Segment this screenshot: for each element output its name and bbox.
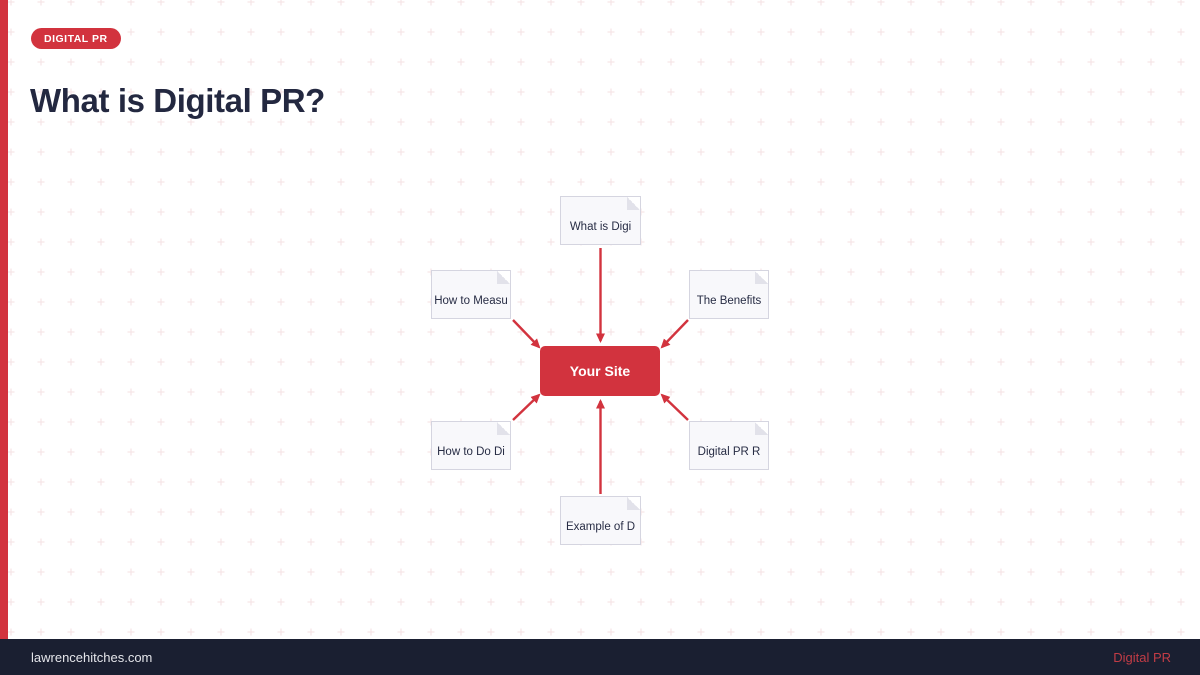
accent-strip — [0, 0, 8, 639]
footer-digital-pr-link[interactable]: Digital PR — [1113, 649, 1171, 665]
diagram-node-lower-right[interactable]: Digital PR R — [689, 421, 769, 470]
node-label: Digital PR R — [697, 445, 761, 458]
footer-bar: lawrencehitches.com Digital PR — [0, 639, 1200, 675]
node-label: How to Measu — [434, 294, 508, 307]
page-title: What is Digital PR? — [30, 82, 325, 120]
page-fold-icon — [497, 271, 510, 284]
page-fold-icon — [755, 422, 768, 435]
node-label: How to Do Di — [437, 445, 505, 458]
diagram-node-bottom[interactable]: Example of D — [560, 496, 641, 545]
footer-site-text: lawrencehitches.com — [31, 649, 153, 665]
arrow-lowerleft-to-center — [512, 393, 541, 421]
page-fold-icon — [755, 271, 768, 284]
diagram-node-upper-right[interactable]: The Benefits — [689, 270, 769, 319]
center-node-label: Your Site — [569, 363, 631, 379]
node-label: The Benefits — [696, 294, 762, 307]
page-fold-icon — [627, 197, 640, 210]
arrow-upperleft-to-center — [512, 319, 541, 349]
diagram-node-upper-left[interactable]: How to Measu — [431, 270, 511, 319]
arrow-lowerright-to-center — [660, 393, 689, 421]
node-label: Example of D — [565, 520, 636, 533]
page-fold-icon — [627, 497, 640, 510]
category-badge-label: DIGITAL PR — [44, 32, 108, 45]
arrow-upperright-to-center — [660, 319, 689, 349]
diagram-node-lower-left[interactable]: How to Do Di — [431, 421, 511, 470]
node-label: What is Digi — [569, 220, 632, 233]
diagram-node-top[interactable]: What is Digi — [560, 196, 641, 245]
category-badge: DIGITAL PR — [31, 28, 121, 49]
page-fold-icon — [497, 422, 510, 435]
diagram-center-node[interactable]: Your Site — [540, 346, 660, 396]
